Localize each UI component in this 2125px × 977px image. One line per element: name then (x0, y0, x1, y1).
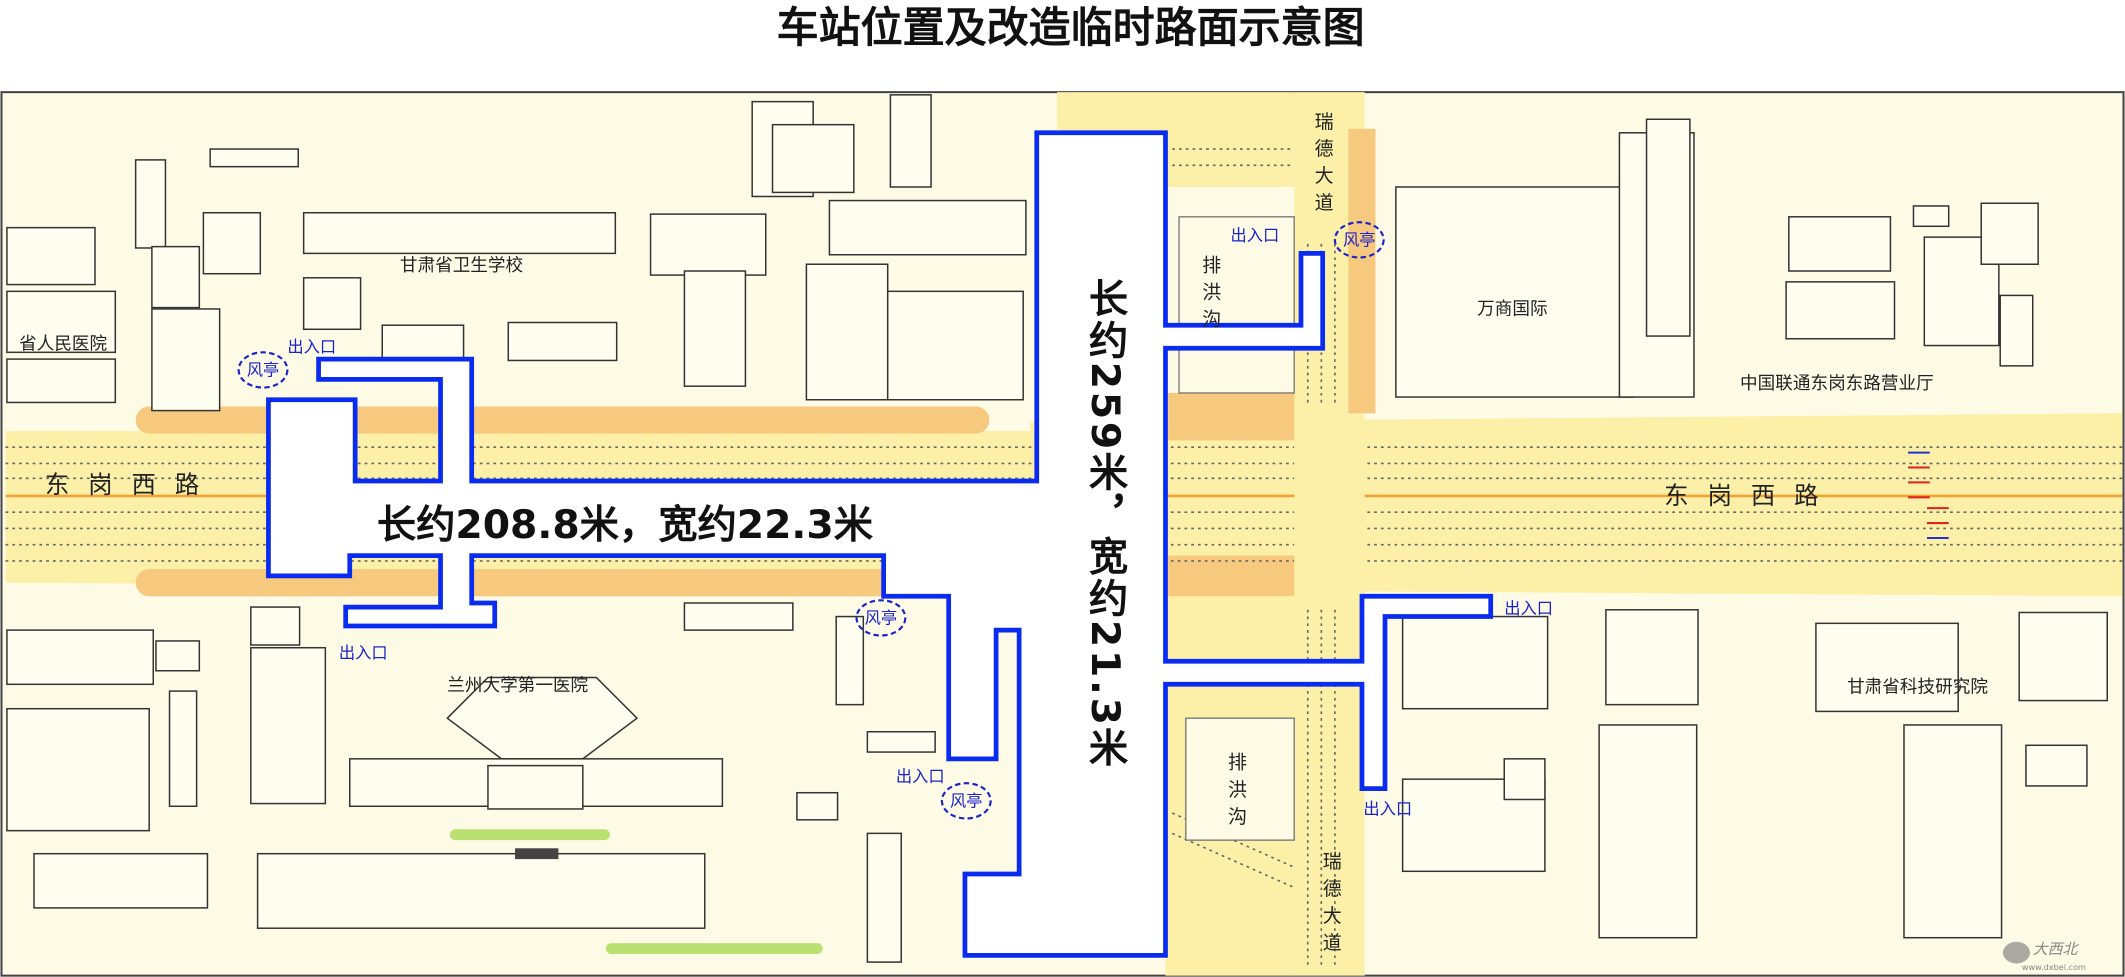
label-ruide-bottom: 瑞德大道 (1320, 851, 1342, 960)
lane-arrows (1908, 451, 1949, 539)
label-road-left: 东岗西路 (45, 470, 218, 499)
label-drain-top: 排洪沟 (1199, 254, 1221, 336)
watermark-logo: 大西北 www.dxbei.com (2002, 940, 2086, 972)
exit-label: 出入口 (896, 767, 945, 786)
exit-label: 出入口 (339, 644, 388, 663)
label-wanshang: 万商国际 (1477, 299, 1547, 319)
dims-horizontal: 长约208.8米，宽约22.3米 (377, 503, 874, 548)
vent-label: 风亭 (247, 360, 280, 379)
label-road-right: 东岗西路 (1664, 481, 1837, 510)
exit-label: 出入口 (287, 337, 336, 356)
dims-vertical: 长约259米，宽约21.3米 (1082, 277, 1128, 769)
vent-label: 风亭 (1343, 230, 1376, 249)
label-health-school: 甘肃省卫生学校 (400, 256, 523, 276)
label-sci-institute: 甘肃省科技研究院 (1847, 677, 1988, 697)
label-drain-bottom: 排洪沟 (1225, 752, 1247, 834)
label-unicom: 中国联通东岗东路营业厅 (1740, 374, 1934, 394)
label-lzu-hospital: 兰州大学第一医院 (447, 676, 588, 696)
exits: 出入口 出入口 出入口 出入口 出入口 出入口 (287, 226, 1553, 818)
vent-label: 风亭 (950, 791, 983, 810)
svg-text:www.dxbei.com: www.dxbei.com (2022, 962, 2086, 972)
vent-label: 风亭 (865, 608, 898, 627)
label-provincial-hospital: 省人民医院 (19, 335, 107, 355)
station-outline (266, 130, 1494, 958)
exit-label: 出入口 (1363, 799, 1412, 818)
label-ruide-top: 瑞德大道 (1312, 111, 1334, 220)
map-title: 车站位置及改造临时路面示意图 (777, 3, 1365, 52)
svg-text:大西北: 大西北 (2033, 940, 2080, 958)
vents: 风亭 风亭 风亭 风亭 (237, 221, 1385, 820)
map-area: 甘肃省卫生学校 省人民医院 万商国际 中国联通东岗东路营业厅 兰州大学第一医院 … (0, 91, 2125, 977)
exit-label: 出入口 (1504, 599, 1553, 618)
exit-label: 出入口 (1231, 226, 1280, 245)
buildings (6, 94, 2108, 963)
